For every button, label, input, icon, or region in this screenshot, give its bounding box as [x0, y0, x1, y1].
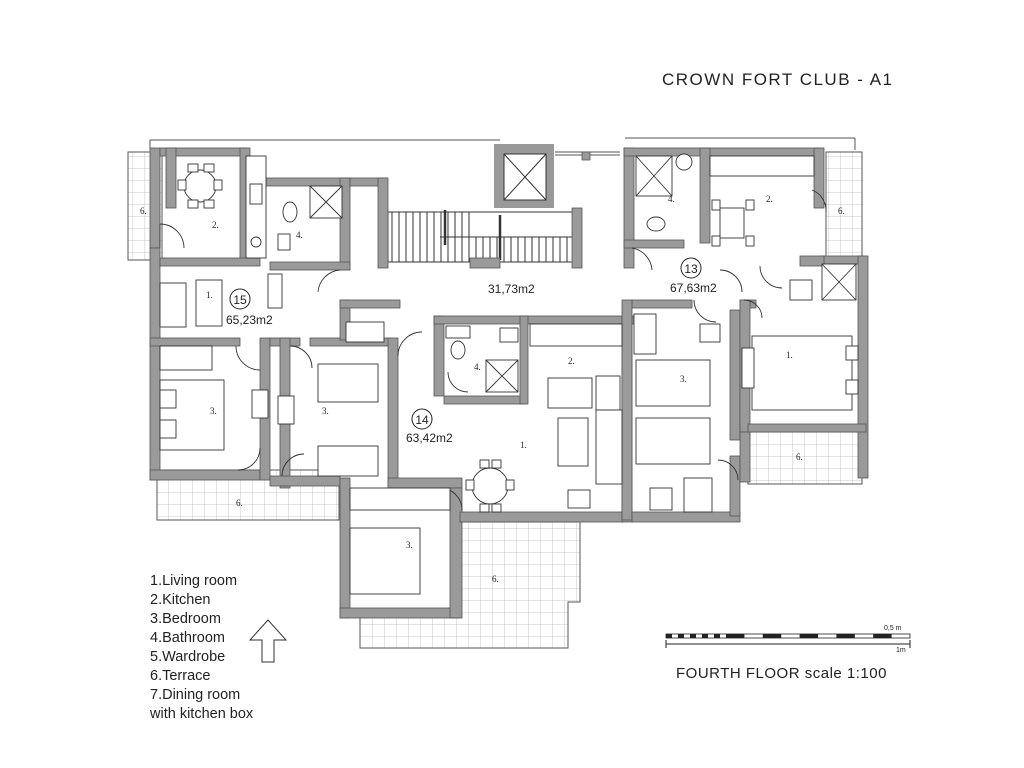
elevator-shaft — [494, 144, 554, 208]
apartment-15-number: 15 — [233, 293, 247, 307]
scale-segment — [702, 634, 708, 638]
apartment-14-area: 63,42m2 — [406, 431, 453, 445]
room-label: 6. — [236, 498, 243, 508]
common-area-label: 31,73m2 — [488, 282, 535, 296]
legend-item: with kitchen box — [150, 706, 254, 722]
room-label: 3. — [210, 406, 217, 416]
terrace-13-bottom — [747, 431, 863, 485]
scale-segment — [726, 634, 745, 638]
room-label: 6. — [492, 574, 499, 584]
terrace-13-right — [825, 151, 863, 261]
scale-segment — [836, 634, 855, 638]
room-label: 2. — [766, 194, 773, 204]
room-labels: 6. 2. 4. 1. 3. 3. 6. 4. 2. 1. 3. 6. 4. 2… — [140, 194, 845, 584]
scale-half-label: 0,5 m — [884, 625, 902, 632]
room-label: 3. — [322, 406, 329, 416]
legend-item: 5.Wardrobe — [150, 649, 226, 665]
apartment-13-number: 13 — [684, 262, 698, 276]
floor-scale-label: FOURTH FLOOR scale 1:100 — [676, 665, 887, 682]
scale-bar — [665, 633, 911, 648]
room-label: 2. — [212, 220, 219, 230]
room-label: 1. — [520, 440, 527, 450]
room-label: 4. — [668, 194, 675, 204]
apartment-15-area: 65,23m2 — [226, 313, 273, 327]
room-label: 3. — [680, 374, 687, 384]
scale-segment — [714, 634, 720, 638]
scale-full-label: 1m — [896, 647, 906, 654]
legend-item: 6.Terrace — [150, 668, 211, 684]
scale-segment — [690, 634, 696, 638]
room-label: 3. — [406, 540, 413, 550]
balcony-rails — [149, 137, 856, 156]
room-label: 4. — [474, 362, 481, 372]
scale-segment — [799, 634, 818, 638]
apartment-14-number: 14 — [415, 413, 429, 427]
room-label: 1. — [786, 350, 793, 360]
room-label: 1. — [206, 290, 213, 300]
legend-item: 2.Kitchen — [150, 592, 211, 608]
plan-title: CROWN FORT CLUB - A1 — [662, 70, 894, 89]
legend-item: 1.Living room — [150, 573, 238, 589]
legend-item: 3.Bedroom — [150, 611, 221, 627]
scale-segment — [873, 634, 892, 638]
stairwell — [387, 210, 575, 263]
legend-item: 4.Bathroom — [150, 630, 225, 646]
scale-segment — [666, 634, 672, 638]
apartment-13-area: 67,63m2 — [670, 281, 717, 295]
scale-segment — [678, 634, 684, 638]
furniture — [159, 153, 859, 595]
room-label: 6. — [140, 206, 147, 216]
apartment-markers — [229, 257, 702, 430]
legend-item: 7.Dining room — [150, 687, 241, 703]
room-label: 6. — [796, 452, 803, 462]
scale-segment — [762, 634, 782, 638]
room-label: 6. — [838, 206, 845, 216]
north-arrow-icon — [248, 619, 288, 663]
room-legend: 1.Living room 2.Kitchen 3.Bedroom 4.Bath… — [150, 572, 253, 724]
room-label: 2. — [568, 356, 575, 366]
room-label: 4. — [296, 230, 303, 240]
